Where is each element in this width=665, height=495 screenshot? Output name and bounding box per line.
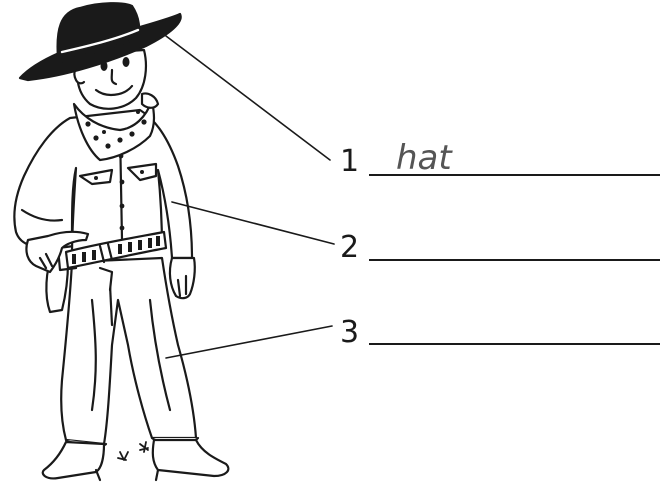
label-number-2: 2 [340, 230, 360, 265]
face [94, 57, 134, 96]
answer-line-2[interactable] [369, 259, 660, 261]
leader-line-1 [165, 35, 331, 161]
bandana [72, 92, 160, 162]
right-hand [168, 256, 196, 300]
jeans [60, 256, 200, 447]
leader-line-2 [171, 201, 335, 245]
hat [18, 2, 182, 82]
left-hand [25, 230, 90, 274]
label-number-3: 3 [340, 315, 360, 350]
answer-line-1[interactable] [369, 174, 660, 176]
bandana-dots [85, 110, 147, 149]
answer-text-1: hat [396, 138, 452, 178]
belt-studs [72, 236, 160, 264]
label-number-1: 1 [340, 144, 360, 179]
answer-line-3[interactable] [369, 343, 660, 345]
shirt-buttons [94, 153, 144, 231]
leader-line-3 [165, 325, 333, 359]
leader-lines [165, 35, 335, 359]
spurs [117, 441, 149, 461]
boots [41, 438, 230, 482]
